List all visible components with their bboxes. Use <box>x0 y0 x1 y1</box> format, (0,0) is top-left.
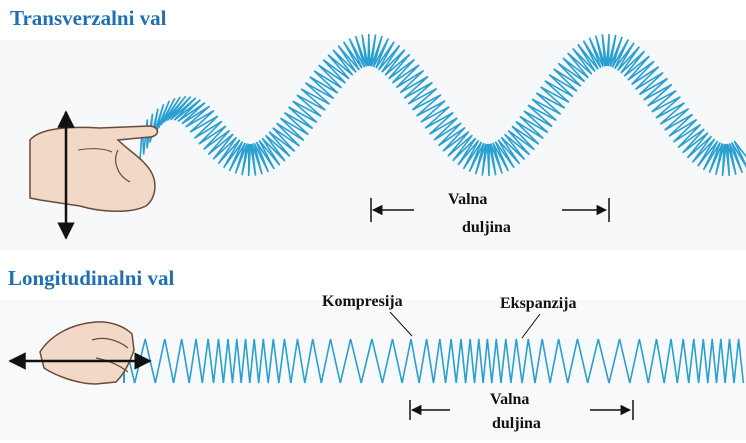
transverse-spring <box>139 33 746 177</box>
compression-label: Kompresija <box>322 293 403 310</box>
longitudinal-wavelength-label-line1: Valna <box>490 391 530 408</box>
transverse-wavelength-marker <box>370 198 610 222</box>
expansion-label: Ekspanzija <box>500 295 577 312</box>
hand-icon <box>29 125 159 213</box>
longitudinal-wavelength-marker <box>409 400 634 420</box>
transverse-wave-title: Transverzalni val <box>10 6 167 30</box>
longitudinal-wave-title: Longitudinalni val <box>8 266 175 290</box>
compression-pointer <box>389 311 413 337</box>
expansion-pointer <box>521 313 541 339</box>
longitudinal-wavelength-label-line2: duljina <box>492 415 541 432</box>
transverse-wavelength-label-line1: Valna <box>448 191 488 208</box>
transverse-wavelength-label-line2: duljina <box>462 219 511 236</box>
transverse-spring-coil <box>139 33 746 177</box>
longitudinal-spring-coil <box>123 338 745 384</box>
